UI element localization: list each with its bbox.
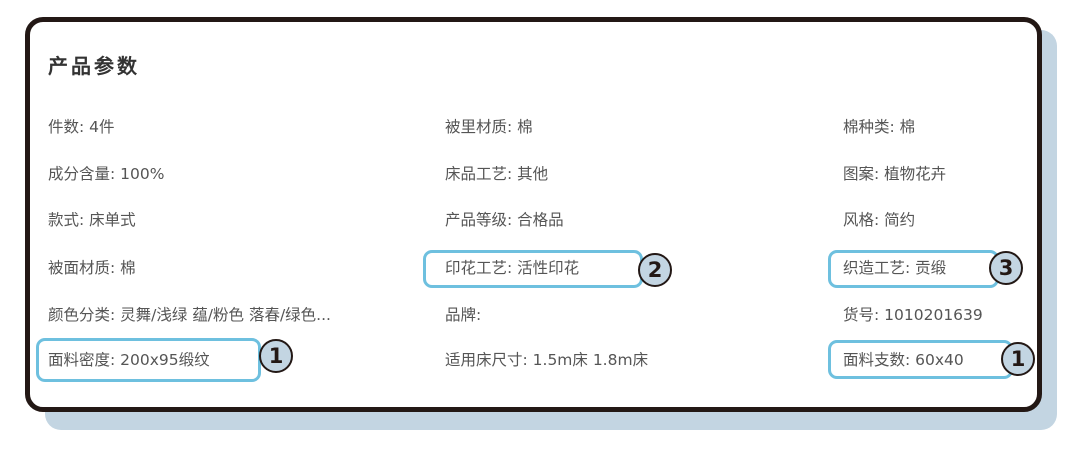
param-color-options: 颜色分类: 灵舞/浅绿 蕴/粉色 落春/绿色... xyxy=(48,306,331,324)
param-cotton-type: 棉种类: 棉 xyxy=(843,118,916,136)
annotation-badge-3: 3 xyxy=(989,251,1023,285)
highlight-fabric-density xyxy=(36,338,261,382)
param-product-grade: 产品等级: 合格品 xyxy=(445,211,564,229)
param-lining-material: 被里材质: 棉 xyxy=(445,118,533,136)
param-weaving-craft: 织造工艺: 贡缎 xyxy=(843,259,947,277)
param-bedding-craft: 床品工艺: 其他 xyxy=(445,165,549,183)
param-composition: 成分含量: 100% xyxy=(48,165,165,183)
param-style-type: 款式: 床单式 xyxy=(48,211,136,229)
highlight-weaving-craft xyxy=(828,250,999,288)
param-pattern: 图案: 植物花卉 xyxy=(843,165,947,183)
param-fabric-density: 面料密度: 200x95缎纹 xyxy=(48,351,210,369)
annotation-badge-2: 2 xyxy=(638,253,672,287)
param-printing-craft: 印花工艺: 活性印花 xyxy=(445,259,580,277)
param-brand: 品牌: xyxy=(445,306,482,324)
param-yarn-count: 面料支数: 60x40 xyxy=(843,351,964,369)
annotation-badge-1: 1 xyxy=(259,339,293,373)
param-piece-count: 件数: 4件 xyxy=(48,118,115,136)
product-params-card xyxy=(25,17,1042,412)
param-item-number: 货号: 1010201639 xyxy=(843,306,983,324)
annotation-badge-1b: 1 xyxy=(1001,342,1035,376)
panel-title: 产品参数 xyxy=(48,54,140,78)
param-style: 风格: 简约 xyxy=(843,211,916,229)
highlight-yarn-count xyxy=(828,340,1013,379)
param-bed-size: 适用床尺寸: 1.5m床 1.8m床 xyxy=(445,351,649,369)
param-face-material: 被面材质: 棉 xyxy=(48,259,136,277)
highlight-printing-craft xyxy=(423,250,643,288)
